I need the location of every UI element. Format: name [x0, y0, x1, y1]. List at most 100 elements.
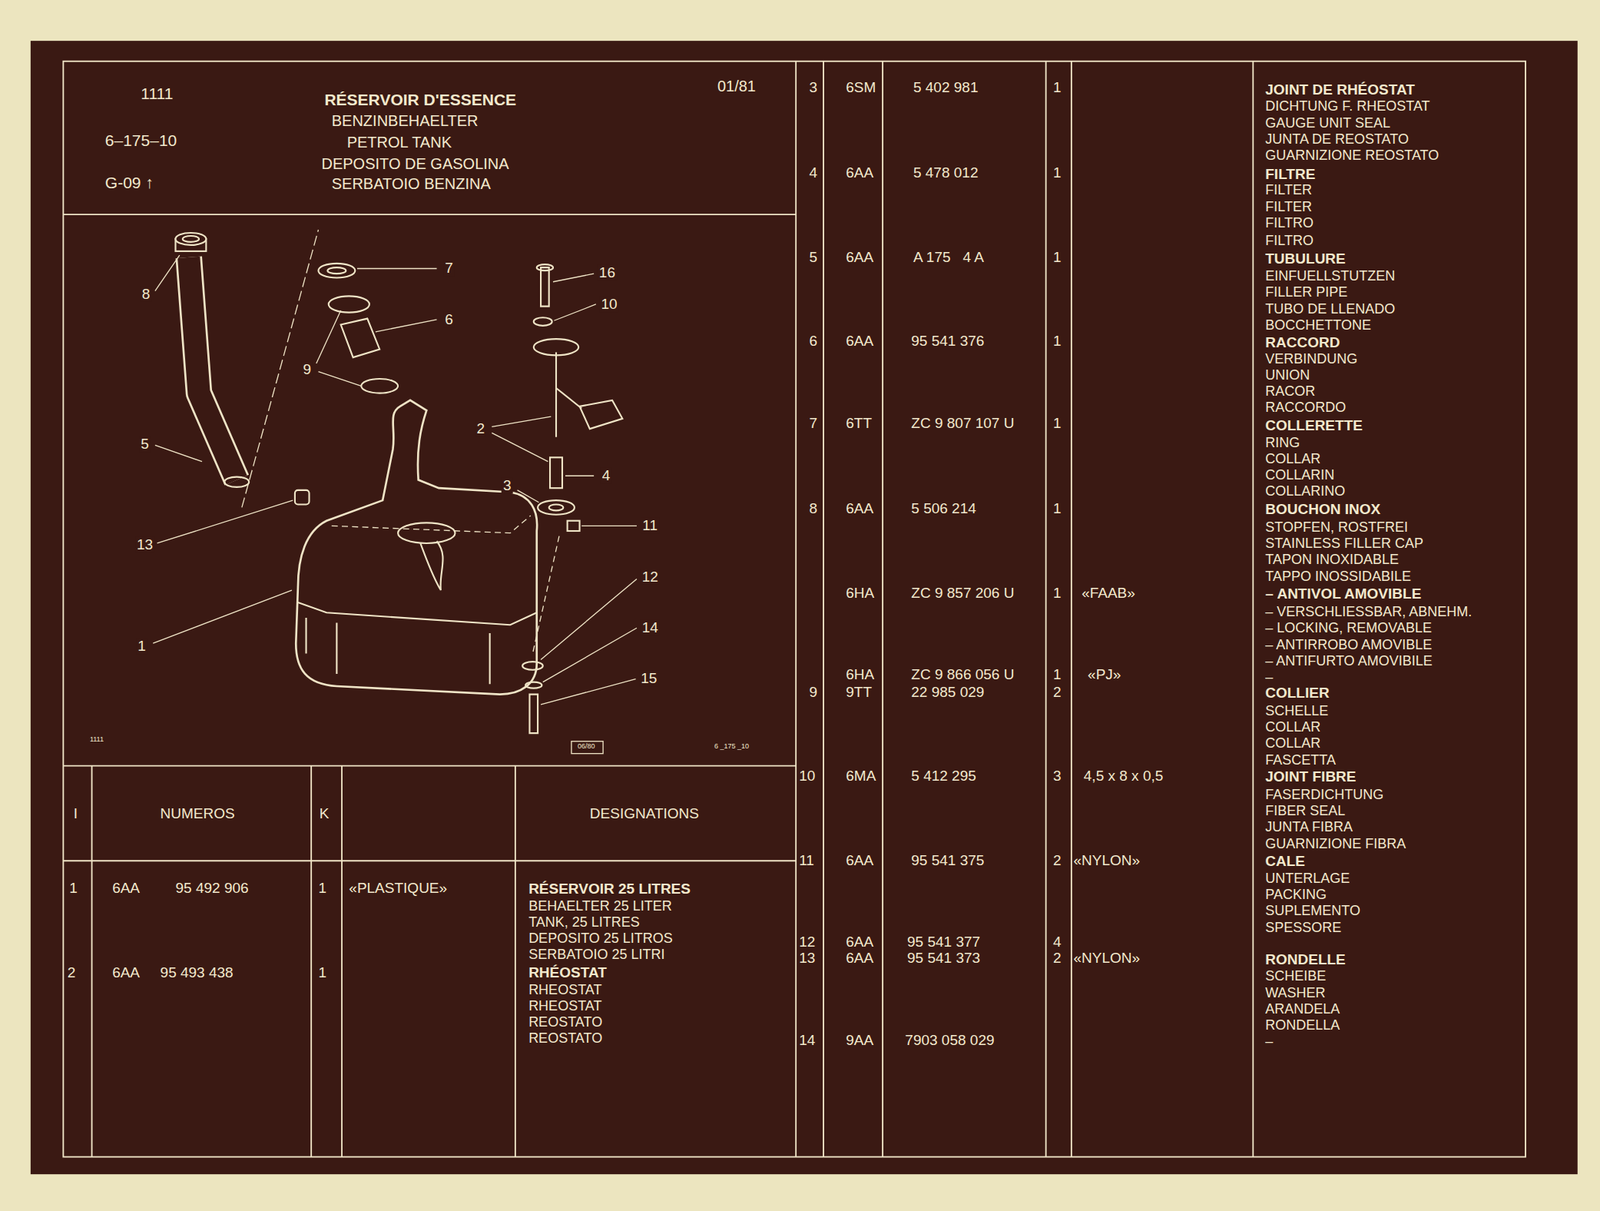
table-cell: RHEOSTAT	[528, 998, 602, 1014]
table-cell: 95 541 373	[907, 950, 981, 967]
table-cell: JUNTA FIBRA	[1265, 819, 1353, 835]
table-cell: COLLERETTE	[1265, 417, 1363, 434]
callout-number: 4	[600, 467, 613, 484]
table-cell: FILTRO	[1265, 215, 1314, 232]
table-cell: 2	[1053, 851, 1062, 868]
table-cell: DICHTUNG F. RHEOSTAT	[1265, 99, 1430, 116]
table-cell: FILTER	[1265, 183, 1312, 199]
table-frame-part	[341, 765, 343, 1157]
table-cell: 1	[1053, 666, 1062, 683]
column-header: I	[73, 804, 78, 822]
table-cell: TAPON INOXIDABLE	[1265, 552, 1399, 568]
exploded-view-part	[536, 264, 554, 271]
table-cell: JOINT DE RHÉOSTAT	[1265, 81, 1415, 98]
table-cell: 10	[798, 767, 815, 784]
title: RÉSERVOIR D'ESSENCE	[324, 91, 517, 110]
table-cell: 1	[1053, 584, 1062, 601]
callout-number: 2	[474, 420, 487, 437]
table-cell: 6AA	[845, 248, 874, 266]
table-frame-part	[91, 765, 93, 1157]
exploded-view-part	[532, 536, 560, 654]
table-cell: 95 492 906	[175, 879, 249, 896]
leader-lines-part	[357, 268, 438, 269]
table-cell: SUPLEMENTO	[1265, 903, 1361, 919]
table-cell: FILTRO	[1265, 233, 1314, 249]
table-cell: 7903 058 029	[904, 1031, 994, 1048]
exploded-view-part	[331, 515, 531, 534]
callout-number: 16	[597, 264, 617, 281]
exploded-view-part	[567, 520, 580, 531]
table-cell: JOINT FIBRE	[1265, 768, 1356, 785]
table-frame-part	[881, 61, 884, 1157]
leader-lines-part	[375, 319, 438, 332]
table-cell: RONDELLE	[1265, 950, 1346, 968]
table-cell: 1	[1053, 500, 1062, 517]
table-cell: 8	[808, 500, 818, 517]
table-frame-part	[62, 765, 796, 767]
exploded-view-part	[294, 490, 310, 505]
exploded-view-part	[420, 540, 443, 590]
exploded-view-part	[241, 229, 319, 507]
table-cell: 6AA	[845, 332, 874, 349]
table-cell: – ANTIFURTO AMOVIBILE	[1265, 653, 1432, 670]
table-cell: –	[1265, 1033, 1273, 1050]
callout-number: 11	[640, 517, 660, 534]
leader-lines-part	[491, 432, 548, 461]
table-cell: 7	[808, 415, 818, 432]
exploded-view-part	[533, 317, 553, 326]
table-frame-part	[310, 765, 312, 1157]
table-cell: PACKING	[1265, 887, 1327, 903]
table-frame-part	[1045, 61, 1047, 1157]
callout-number: 14	[640, 619, 660, 637]
table-cell: STAINLESS FILLER CAP	[1265, 536, 1424, 552]
callout-number: 5	[139, 435, 151, 452]
leader-lines-part	[553, 304, 596, 321]
exploded-view-part	[327, 267, 346, 274]
exploded-view-part	[361, 378, 398, 394]
table-cell: 6	[808, 332, 818, 349]
table-cell: 3	[1053, 767, 1062, 784]
table-cell: 5	[808, 248, 818, 266]
table-frame-part	[822, 61, 825, 1157]
table-cell: 1	[1053, 332, 1062, 349]
table-cell: ZC 9 807 107 U	[910, 415, 1014, 432]
table-cell: 6AA	[845, 950, 874, 967]
table-cell: «NYLON»	[1073, 851, 1141, 868]
table-cell: BOCCHETTONE	[1265, 318, 1372, 334]
leader-lines-part	[316, 310, 342, 364]
leader-lines-part	[581, 525, 637, 527]
exploded-view-part	[224, 477, 249, 487]
exploded-view-part	[341, 318, 380, 358]
leader-lines-part	[152, 589, 292, 643]
callout-number: 15	[639, 670, 659, 687]
table-cell: 6SM	[845, 79, 876, 97]
leader-lines-part	[540, 679, 637, 705]
exploded-view-part	[529, 694, 538, 733]
table-cell: 1	[1053, 164, 1062, 181]
leader-lines-part	[517, 490, 540, 503]
table-cell: REOSTATO	[528, 1014, 603, 1031]
table-cell: JUNTA DE REOSTATO	[1265, 132, 1409, 148]
header-text: 6–175–10	[105, 132, 177, 150]
table-cell: 1	[69, 879, 78, 896]
leader-lines-part	[157, 500, 294, 544]
table-cell: 95 493 438	[160, 964, 234, 981]
leader-lines	[152, 255, 637, 705]
table-cell: 5 412 295	[910, 767, 977, 784]
table-cell: 5 402 981	[913, 79, 979, 97]
exploded-view-part	[555, 351, 557, 437]
table-cell: UNTERLAGE	[1265, 871, 1350, 887]
header-text: BENZINBEHAELTER	[331, 112, 479, 130]
table-cell: BOUCHON INOX	[1265, 500, 1381, 517]
table-cell: 9AA	[845, 1031, 874, 1048]
table-cell: – LOCKING, REMOVABLE	[1265, 620, 1432, 637]
exploded-view-part	[318, 263, 355, 279]
table-cell: 1	[1053, 415, 1062, 432]
table-cell: 9TT	[845, 683, 872, 700]
exploded-view-part	[295, 400, 537, 695]
exploded-view-part	[175, 232, 206, 246]
table-cell: 6AA	[845, 934, 874, 951]
callout-number: 9	[301, 361, 314, 378]
exploded-view-part	[397, 522, 455, 544]
